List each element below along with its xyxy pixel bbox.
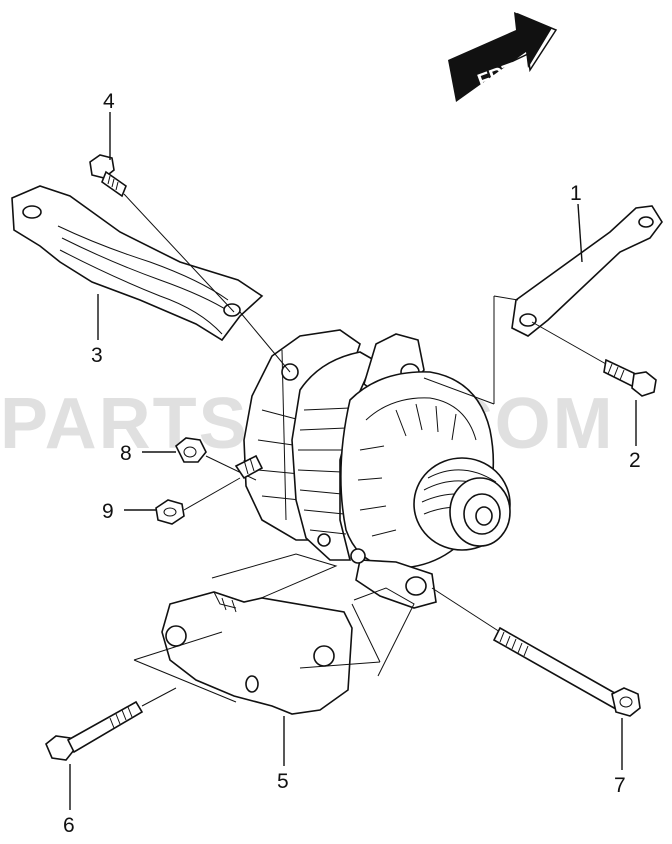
upper-mounting-bracket (11, 185, 264, 342)
lower-mounting-bracket (133, 591, 381, 715)
adjusting-brace (493, 205, 663, 404)
callout-leaders (69, 112, 637, 810)
callout-3: 3 (91, 344, 103, 367)
bolt-7 (492, 626, 641, 717)
nut-9 (155, 477, 241, 525)
leader-lines (211, 311, 501, 677)
callout-5: 5 (277, 770, 289, 793)
bolt-2 (531, 321, 657, 397)
callout-4: 4 (103, 90, 115, 113)
alternator-assembly (243, 329, 511, 609)
bolt-6 (45, 687, 177, 761)
callout-7: 7 (614, 774, 626, 797)
callout-2: 2 (629, 449, 641, 472)
callout-6: 6 (63, 814, 75, 837)
callout-1: 1 (570, 182, 582, 205)
stud-bolt (234, 454, 264, 480)
callout-9: 9 (102, 500, 114, 523)
front-direction-arrow: FRT (448, 12, 558, 102)
bolt-4 (89, 154, 235, 313)
callout-8: 8 (120, 442, 132, 465)
